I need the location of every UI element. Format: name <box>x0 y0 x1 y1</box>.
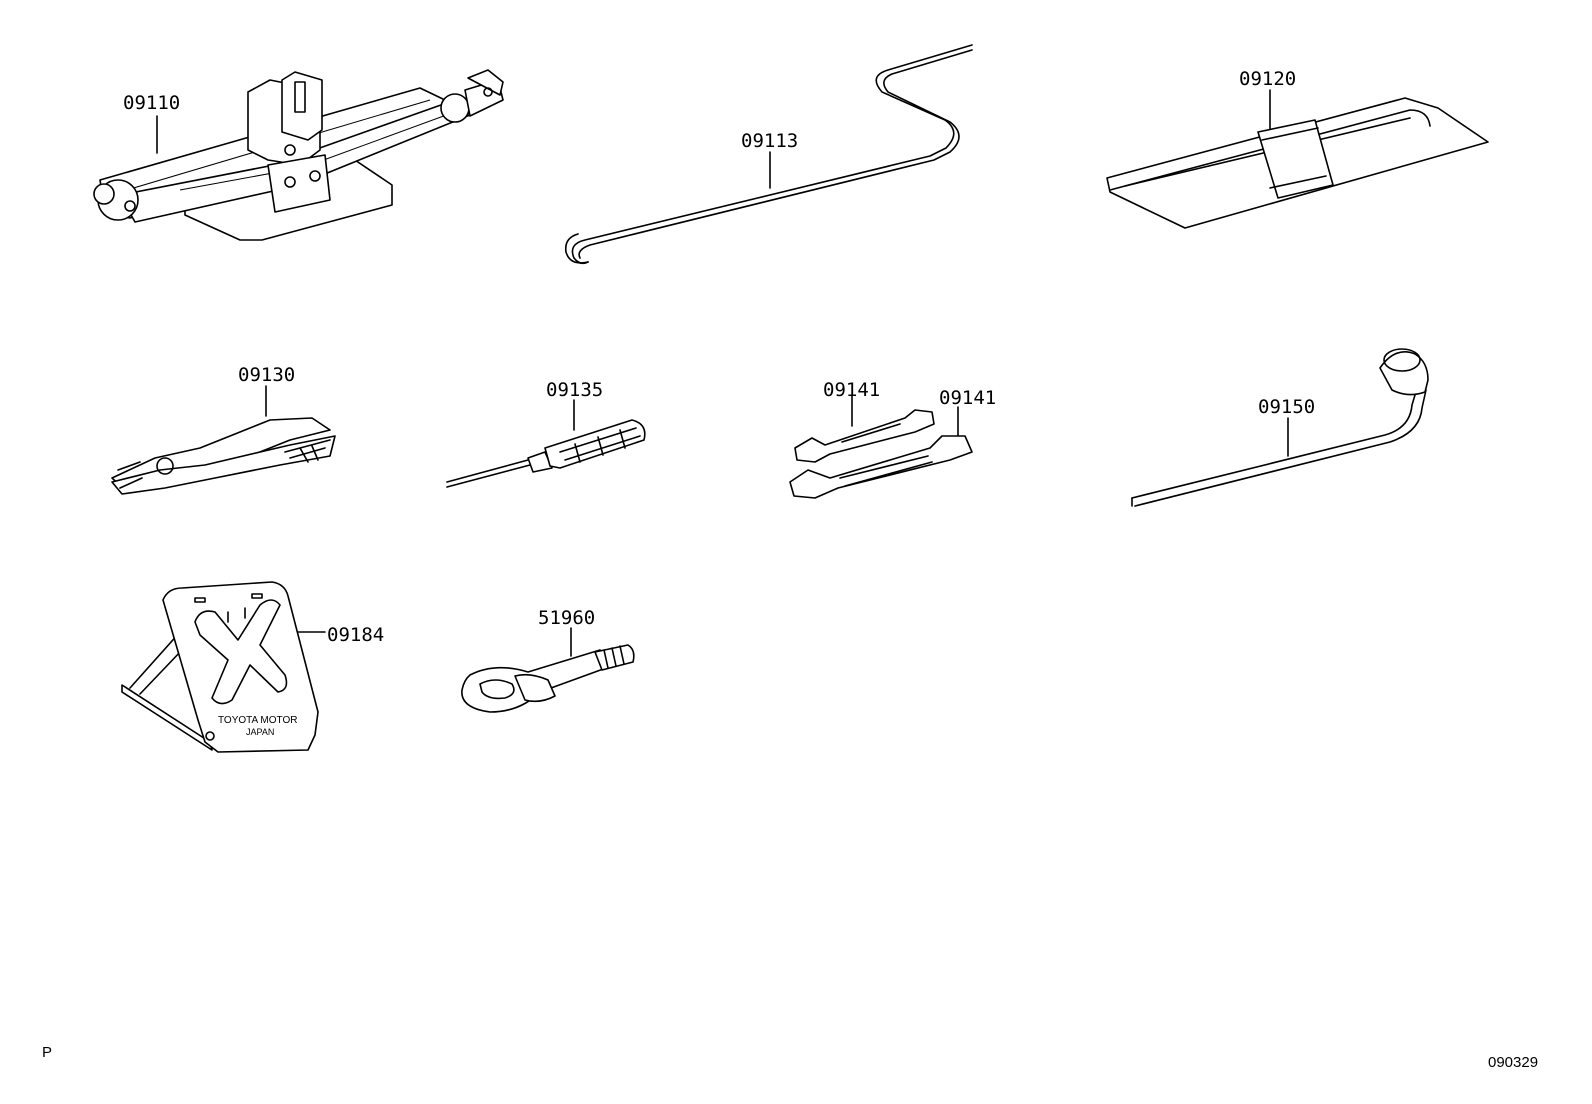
screwdriver-illustration <box>446 399 646 488</box>
part-number-label: 09184 <box>327 624 385 646</box>
scissor-jack-illustration <box>93 69 504 241</box>
tool-bag-illustration <box>1106 89 1489 229</box>
part-number-label: 09113 <box>741 130 799 152</box>
chock-text-line1: TOYOTA MOTOR <box>218 715 297 726</box>
part-number-label: 09141 <box>939 387 997 409</box>
pliers-illustration <box>111 385 336 495</box>
part-number-label: 09141 <box>823 379 881 401</box>
part-number-label: 51960 <box>538 607 596 629</box>
part-number-label: 09110 <box>123 92 181 114</box>
part-number-label: 09150 <box>1258 396 1316 418</box>
wheel-chock-illustration: TOYOTA MOTOR JAPAN <box>121 581 326 753</box>
towing-eye-illustration <box>461 627 635 713</box>
part-number-label: 09120 <box>1239 68 1297 90</box>
jack-handle-illustration <box>564 44 973 265</box>
footer-left-mark: P <box>42 1044 53 1061</box>
lug-wrench-illustration <box>1131 348 1429 507</box>
part-number-label: 09130 <box>238 364 296 386</box>
chock-text-line2: JAPAN <box>246 727 274 737</box>
diagram-code: 090329 <box>1488 1054 1539 1071</box>
part-number-label: 09135 <box>546 379 604 401</box>
wrench-upper-illustration <box>794 395 935 463</box>
wrench-lower-illustration <box>789 406 973 499</box>
